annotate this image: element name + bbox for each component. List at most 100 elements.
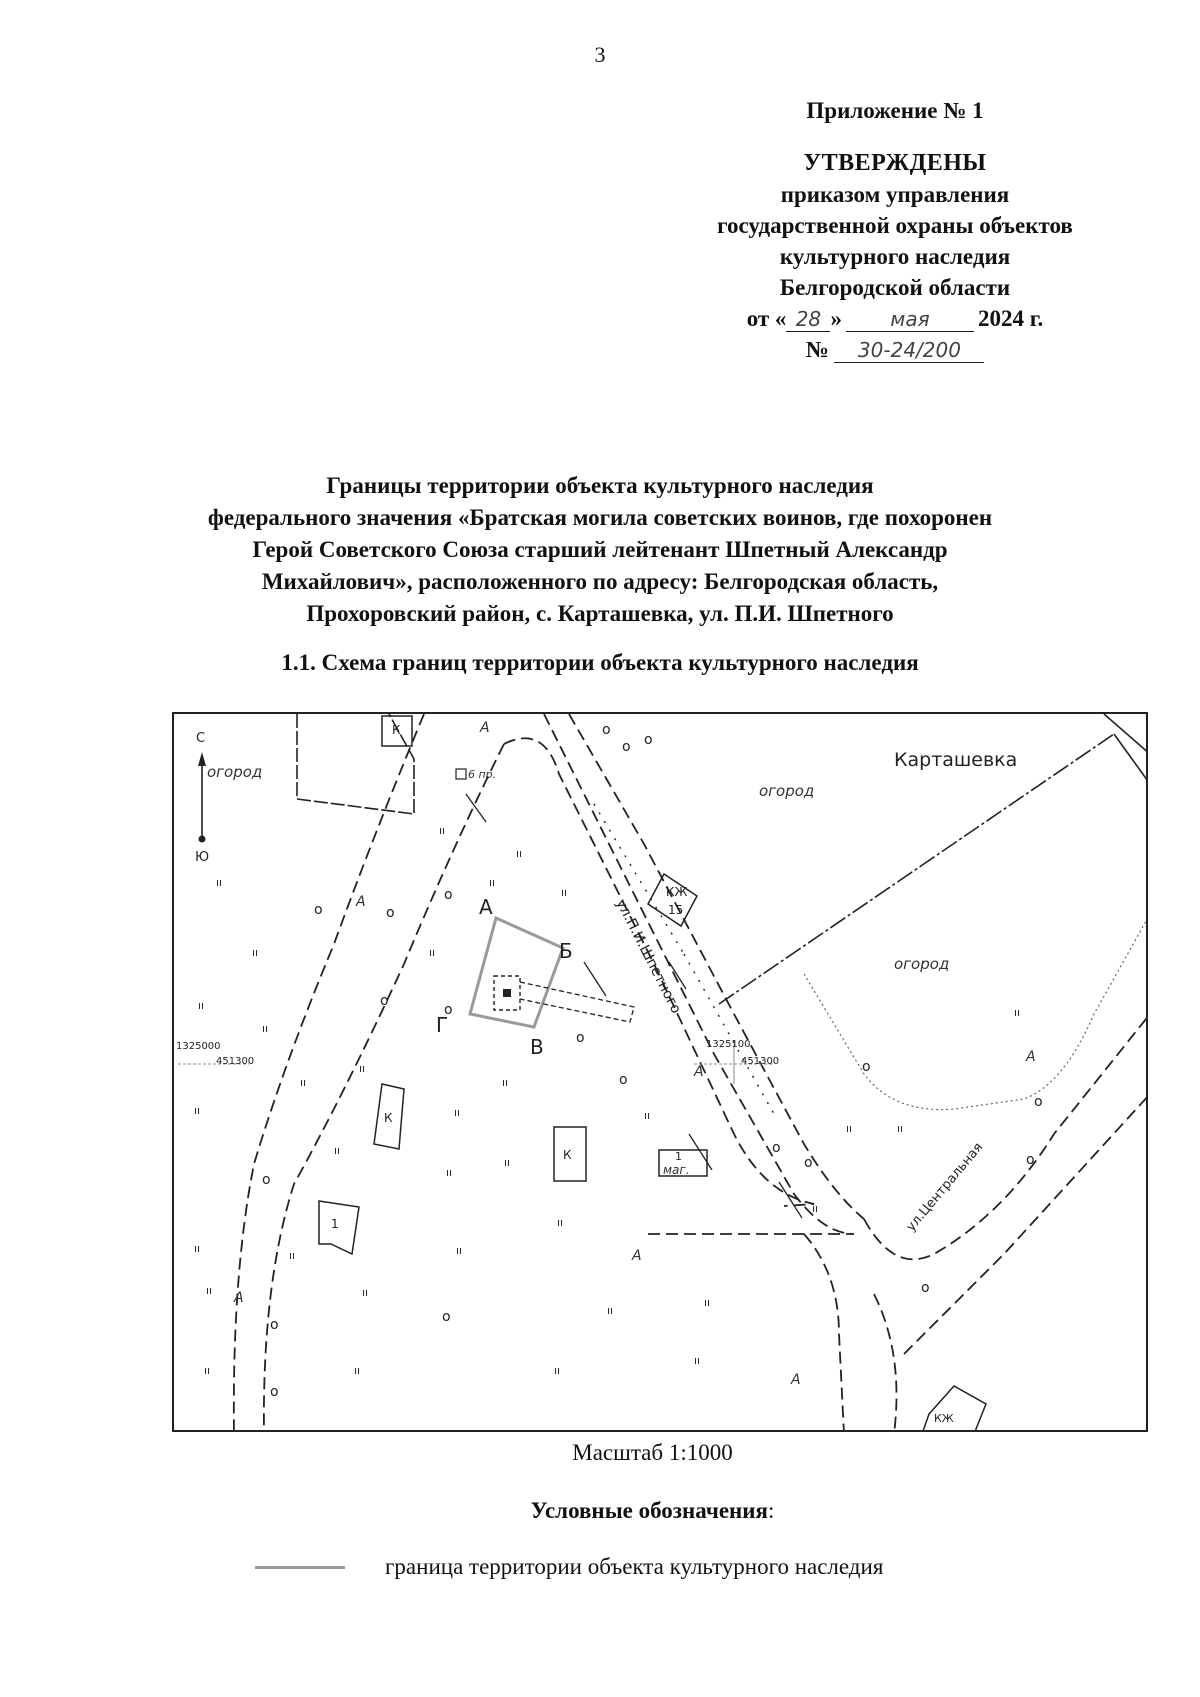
tree-icon: о (270, 1317, 279, 1333)
scale-label: Масштаб 1:1000 (572, 1440, 733, 1465)
roads (232, 714, 1146, 1430)
approval-line: Белгородской области (779, 275, 1011, 300)
monument-area (493, 975, 521, 1011)
legend-swatch (255, 1565, 345, 1569)
tree-icon: о (862, 1059, 871, 1075)
building-label-k: К (384, 1111, 393, 1125)
road-edge (568, 714, 865, 1220)
document-title: Границы территории объекта культурного н… (60, 470, 1140, 630)
date-year: 2024 г. (977, 306, 1044, 331)
monument-sign-icon (455, 768, 467, 780)
title-line: Михайлович», расположенного по адресу: Б… (261, 569, 939, 594)
approved-label: УТВЕРЖДЕНЫ (803, 150, 987, 176)
tree-icon: о (602, 722, 611, 738)
point-label-b: Б (559, 939, 573, 963)
date-prefix: от « (746, 306, 787, 331)
grass-icon: ıı (846, 1122, 852, 1135)
fence-line (296, 714, 415, 815)
grass-icon: ıı (812, 1202, 818, 1215)
title-line: Границы территории объекта культурного н… (326, 473, 874, 498)
building-label-one: 1 (675, 1150, 682, 1163)
legend-label: граница территории объекта культурного н… (385, 1554, 884, 1579)
zone-marker: А (233, 1290, 244, 1306)
grid-label-x-right: 1325100 (706, 1039, 751, 1050)
zone-marker: А (790, 1372, 801, 1388)
trees: о о о о о о о о о о о о о о о о о о о о (262, 722, 1043, 1400)
grid-label-x-left: 1325000 (176, 1041, 221, 1052)
garden-label: огород (207, 763, 262, 781)
grass-icon: ıı (194, 1242, 200, 1255)
grass-icon: ıı (446, 1166, 452, 1179)
grass-icon: ıı (561, 886, 567, 899)
date-quote: » (830, 306, 842, 331)
tree-icon: о (622, 739, 631, 755)
legend-title: Условные обозначения: (0, 1498, 1200, 1524)
tree-icon: о (1026, 1152, 1035, 1168)
grass: ıı ıı ıı ıı ıı ıı ıı ıı ıı ıı ıı ıı ıı ı… (194, 824, 1020, 1377)
section-heading: 1.1. Схема границ территории объекта кул… (281, 650, 919, 675)
grass-icon: ıı (456, 1244, 462, 1257)
approval-number: № 30-24/200 (660, 334, 1130, 365)
grass-icon: ıı (206, 1284, 212, 1297)
road-edge (903, 1097, 1146, 1355)
building (553, 1126, 587, 1182)
road-tick (683, 953, 775, 1115)
road-edge (863, 1017, 1146, 1261)
buildings (318, 715, 987, 1430)
tree-icon: о (262, 1172, 271, 1188)
building (381, 715, 413, 747)
grass-icon: ıı (504, 1156, 510, 1169)
grass-icon: ıı (252, 946, 258, 959)
house-number: 15 (668, 903, 683, 917)
garden-label: огород (759, 782, 814, 800)
tree-icon: о (921, 1280, 930, 1296)
monument-path (519, 981, 635, 1023)
grass-icon: ıı (362, 1286, 368, 1299)
tree-icon: о (444, 887, 453, 903)
tree-icon: о (442, 1309, 451, 1325)
building-label-kzh: КЖ (934, 1412, 954, 1425)
grass-icon: ıı (516, 847, 522, 860)
tree-icon: о (444, 1002, 453, 1018)
point-label-g: Г (436, 1013, 448, 1037)
building (922, 1385, 987, 1430)
legend-colon: : (768, 1498, 775, 1523)
grid-label-y-right: 451300 (741, 1056, 779, 1067)
tree-icon: о (804, 1155, 813, 1171)
approval-line: государственной охраны объектов (717, 213, 1073, 238)
grass-icon: ıı (554, 1364, 560, 1377)
building-label-one: 1 (331, 1217, 339, 1231)
fence-line (1103, 714, 1146, 752)
point-label-a: А (479, 895, 493, 919)
building-label-kzh: КЖ (666, 885, 688, 899)
road-edge (232, 714, 425, 1430)
monument-icon (503, 989, 511, 997)
zone-marker: А (355, 894, 366, 910)
fence-line (718, 733, 1115, 1005)
tree-icon: о (270, 1384, 279, 1400)
grass-icon: ıı (334, 1144, 340, 1157)
zone-marker: А (693, 1064, 704, 1080)
street-marker (465, 793, 487, 823)
grass-icon: ıı (489, 876, 495, 889)
approval-block: Приложение № 1 УТВЕРЖДЕНЫ приказом управ… (660, 95, 1130, 365)
number-prefix: № (805, 337, 829, 362)
grass-icon: ıı (644, 1109, 650, 1122)
legend-title-text: Условные обозначения (530, 1498, 769, 1523)
building (373, 1083, 405, 1150)
street-marker (688, 1133, 713, 1171)
tree-icon: о (576, 1030, 585, 1046)
map-svg: С Ю 1325000 451300 1325100 451300 Карташ… (176, 714, 1146, 1430)
page-number: 3 (594, 42, 606, 67)
road-edge (873, 1293, 898, 1430)
grass-icon: ıı (704, 1296, 710, 1309)
street-marker (668, 961, 687, 990)
zone-marker: А (1025, 1049, 1036, 1065)
compass-north: С (196, 731, 205, 746)
grass-icon: ıı (194, 1104, 200, 1117)
point-label-v: В (530, 1035, 544, 1059)
approval-line: приказом управления (780, 182, 1010, 207)
grass-icon: ıı (607, 1304, 613, 1317)
zone-marker: А (631, 1248, 642, 1264)
